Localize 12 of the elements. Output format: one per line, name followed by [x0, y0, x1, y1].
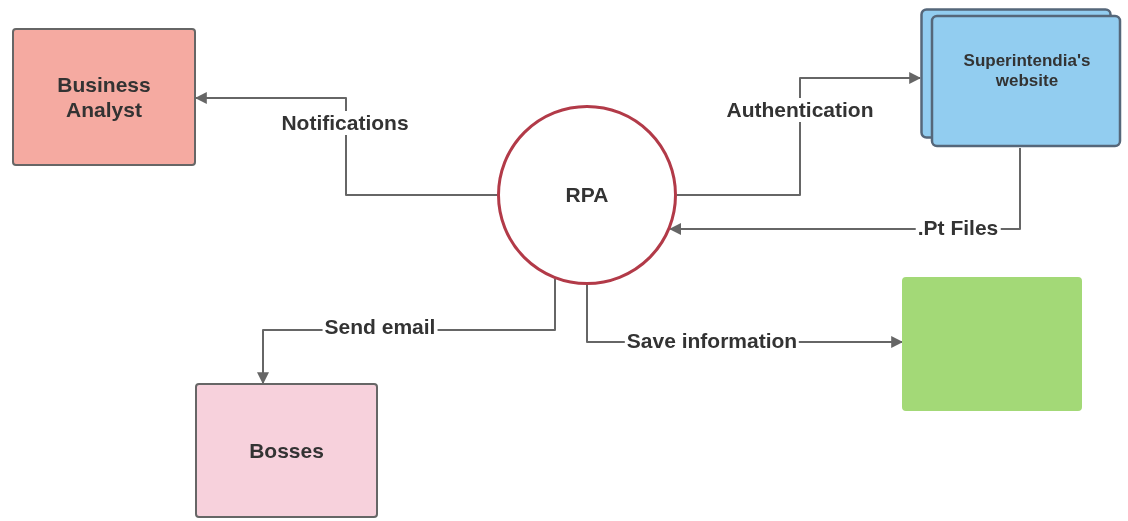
node-label: Business Analyst — [56, 71, 152, 123]
node-label: RPA — [565, 182, 609, 208]
arrow — [676, 72, 922, 196]
arrow — [194, 92, 498, 196]
edge-label: Notifications — [279, 111, 411, 135]
document-stack — [920, 8, 1122, 148]
node-label: Superintendia's website — [962, 50, 1092, 92]
edge-label: Authentication — [724, 98, 876, 122]
node-label: Bosses — [248, 437, 325, 464]
process-box — [12, 28, 196, 166]
process-box — [195, 383, 378, 518]
process-box — [902, 277, 1082, 411]
